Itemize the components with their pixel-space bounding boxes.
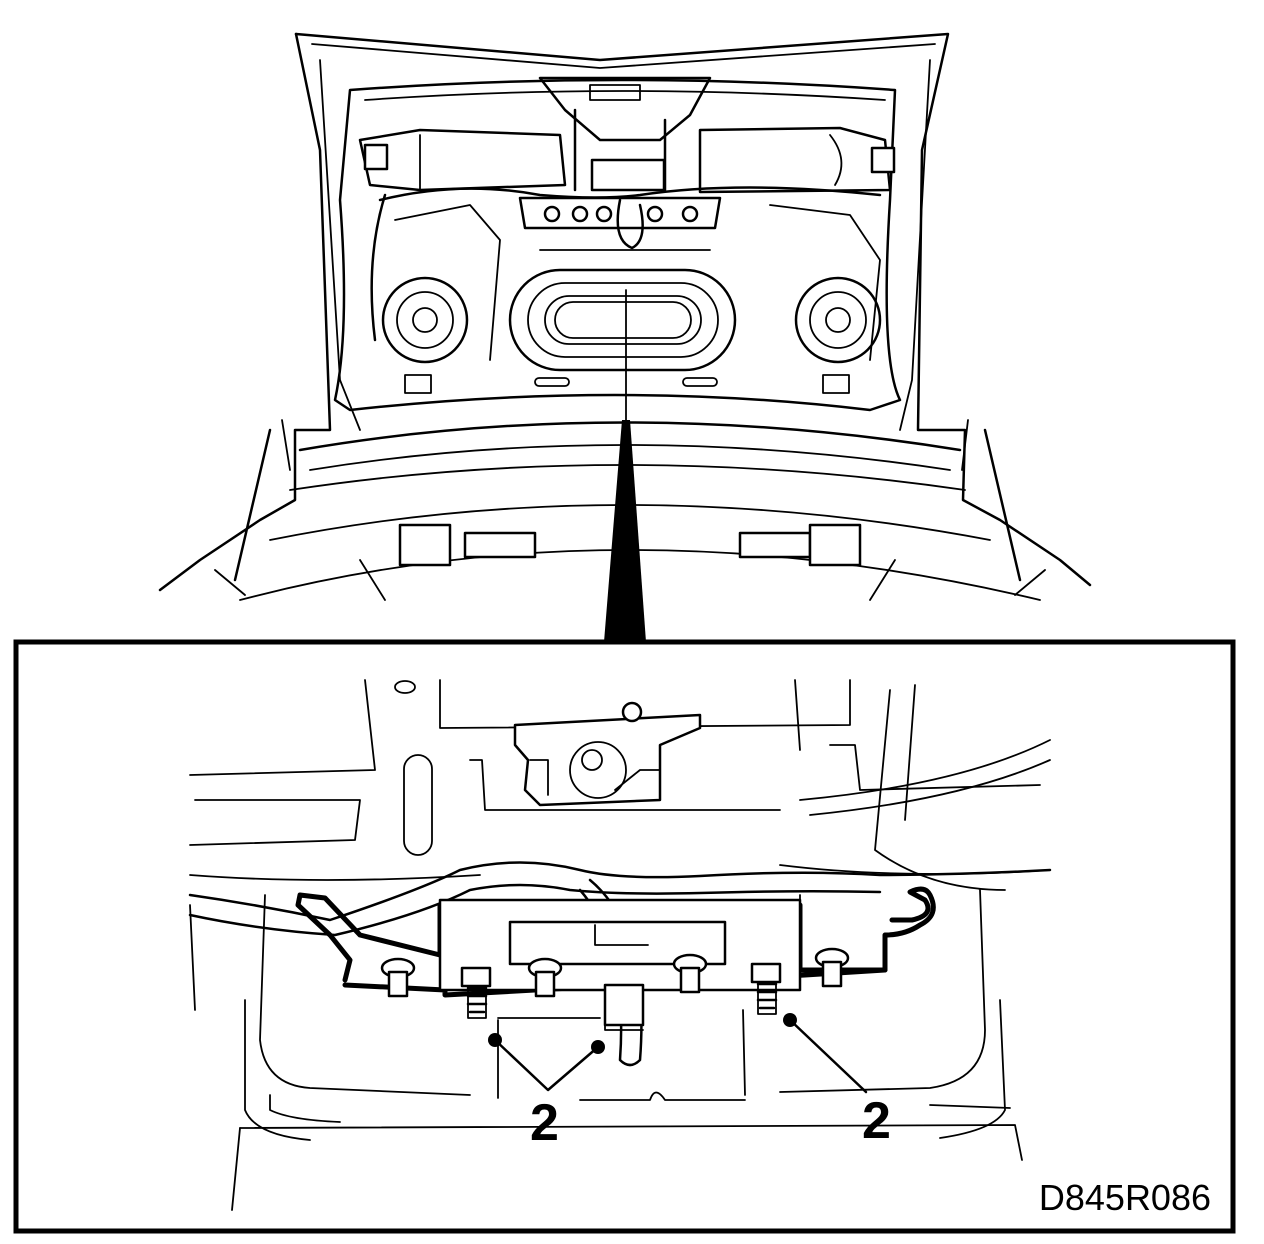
callout-group-right: 2 <box>783 1013 891 1150</box>
trunk-overview <box>158 32 1092 601</box>
callout-number: 2 <box>530 1094 559 1152</box>
bolt-left <box>460 966 492 1019</box>
clip-1 <box>380 957 416 998</box>
figure-id-label: D845R086 <box>1039 1177 1211 1218</box>
clip-2 <box>527 957 563 998</box>
bolt-right <box>750 962 782 1015</box>
callout-number: 2 <box>862 1092 891 1150</box>
detail-leader <box>604 289 646 642</box>
clip-3 <box>672 953 708 994</box>
detail-view <box>188 679 1052 1211</box>
clip-4 <box>814 947 850 988</box>
callout-group-left: 2 <box>488 1033 605 1152</box>
